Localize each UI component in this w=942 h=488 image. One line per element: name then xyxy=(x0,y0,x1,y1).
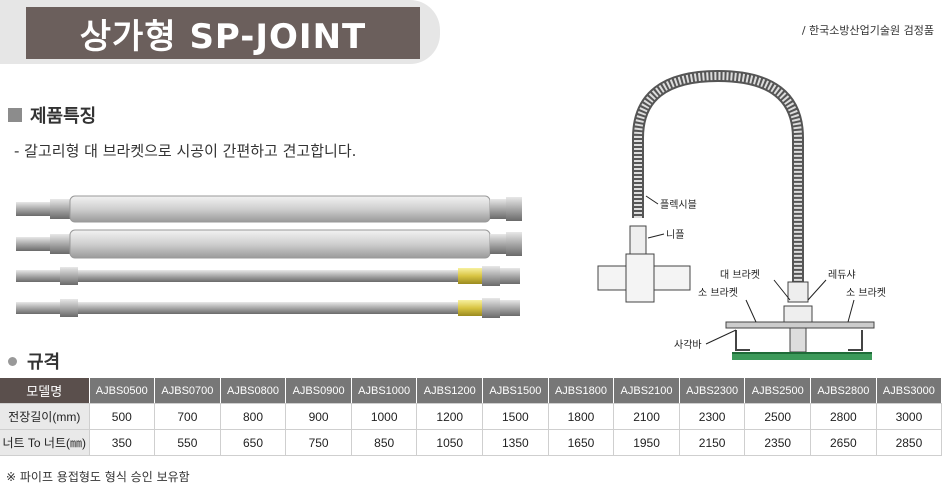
model-name-cell: AJBS3000 xyxy=(876,378,942,404)
hose-sleeved-1 xyxy=(16,195,522,223)
spec-value-cell: 3000 xyxy=(876,403,942,430)
model-name-cell: AJBS2100 xyxy=(613,378,680,404)
model-name-cell: AJBS1000 xyxy=(351,378,418,404)
spec-value-cell: 2100 xyxy=(613,403,680,430)
product-photo xyxy=(16,195,522,318)
spec-value-cell: 500 xyxy=(89,403,156,430)
model-name-cell: AJBS2500 xyxy=(744,378,812,404)
spec-value-cell: 2350 xyxy=(744,429,812,456)
spec-value-cell: 650 xyxy=(220,429,287,456)
features-heading: 제품특징 xyxy=(8,102,96,128)
model-name-cell: AJBS0500 xyxy=(89,378,156,404)
label-square-bar: 사각바 xyxy=(674,339,702,351)
certification-note: / 한국소방산업기술원 검정품 xyxy=(801,24,934,37)
model-name-cell: AJBS1500 xyxy=(482,378,549,404)
installation-diagram: 플렉시블 니플 대 브라켓 레듀샤 소 브라켓 소 브라켓 사각바 xyxy=(597,69,886,360)
title-box: 상가형 SP-JOINT xyxy=(26,7,420,59)
spec-value-cell: 550 xyxy=(154,429,221,456)
dot-bullet-icon xyxy=(8,356,17,366)
spec-value-cell: 1800 xyxy=(548,403,615,430)
model-name-cell: AJBS1200 xyxy=(416,378,484,404)
model-name-cell: AJBS2300 xyxy=(679,378,746,404)
spec-value-cell: 2850 xyxy=(876,429,942,456)
label-flexible: 플렉시블 xyxy=(660,199,697,211)
spec-value-cell: 1950 xyxy=(613,429,680,456)
label-large-bracket: 대 브라켓 xyxy=(720,269,760,281)
spec-value-cell: 350 xyxy=(89,429,156,456)
model-name-cell: AJBS2800 xyxy=(810,378,877,404)
label-reducer: 레듀샤 xyxy=(828,269,856,281)
hose-bare-2 xyxy=(16,298,520,318)
spec-row-label: 너트 To 너트(㎜) xyxy=(0,429,90,456)
spec-value-cell: 2650 xyxy=(810,429,877,456)
spec-value-cell: 900 xyxy=(285,403,352,430)
features-heading-label: 제품특징 xyxy=(30,106,97,127)
model-name-cell: AJBS0800 xyxy=(220,378,287,404)
hose-sleeved-2 xyxy=(16,229,522,259)
label-small-bracket-left: 소 브라켓 xyxy=(698,287,738,299)
page-title: 상가형 SP-JOINT xyxy=(79,16,367,57)
features-description: - 갈고리형 대 브라켓으로 시공이 간편하고 견고합니다. xyxy=(14,142,357,160)
model-name-cell: AJBS1800 xyxy=(548,378,615,404)
spec-value-cell: 800 xyxy=(220,403,287,430)
spec-value-cell: 1200 xyxy=(416,403,484,430)
spec-value-cell: 750 xyxy=(285,429,352,456)
spec-heading-label: 규격 xyxy=(27,352,61,373)
spec-row-label: 전장길이(mm) xyxy=(0,403,90,430)
spec-value-cell: 1350 xyxy=(482,429,549,456)
spec-value-cell: 1050 xyxy=(416,429,484,456)
spec-heading: 규격 xyxy=(8,348,60,374)
spec-value-cell: 1500 xyxy=(482,403,549,430)
model-name-cell: AJBS0900 xyxy=(285,378,352,404)
model-name-cell: AJBS0700 xyxy=(154,378,221,404)
spec-value-cell: 2150 xyxy=(679,429,746,456)
spec-value-cell: 2500 xyxy=(744,403,812,430)
title-tab: 상가형 SP-JOINT xyxy=(0,0,440,64)
label-nipple: 니플 xyxy=(666,229,684,241)
square-bullet-icon xyxy=(8,108,22,122)
spec-value-cell: 2800 xyxy=(810,403,877,430)
spec-value-cell: 850 xyxy=(351,429,418,456)
footnote: ※ 파이프 용접형도 형식 승인 보유함 xyxy=(6,470,190,484)
hose-bare-1 xyxy=(16,266,520,286)
spec-header-label: 모델명 xyxy=(0,378,90,404)
spec-value-cell: 700 xyxy=(154,403,221,430)
spec-value-cell: 2300 xyxy=(679,403,746,430)
spec-value-cell: 1650 xyxy=(548,429,615,456)
spec-value-cell: 1000 xyxy=(351,403,418,430)
label-small-bracket-right: 소 브라켓 xyxy=(846,287,886,299)
